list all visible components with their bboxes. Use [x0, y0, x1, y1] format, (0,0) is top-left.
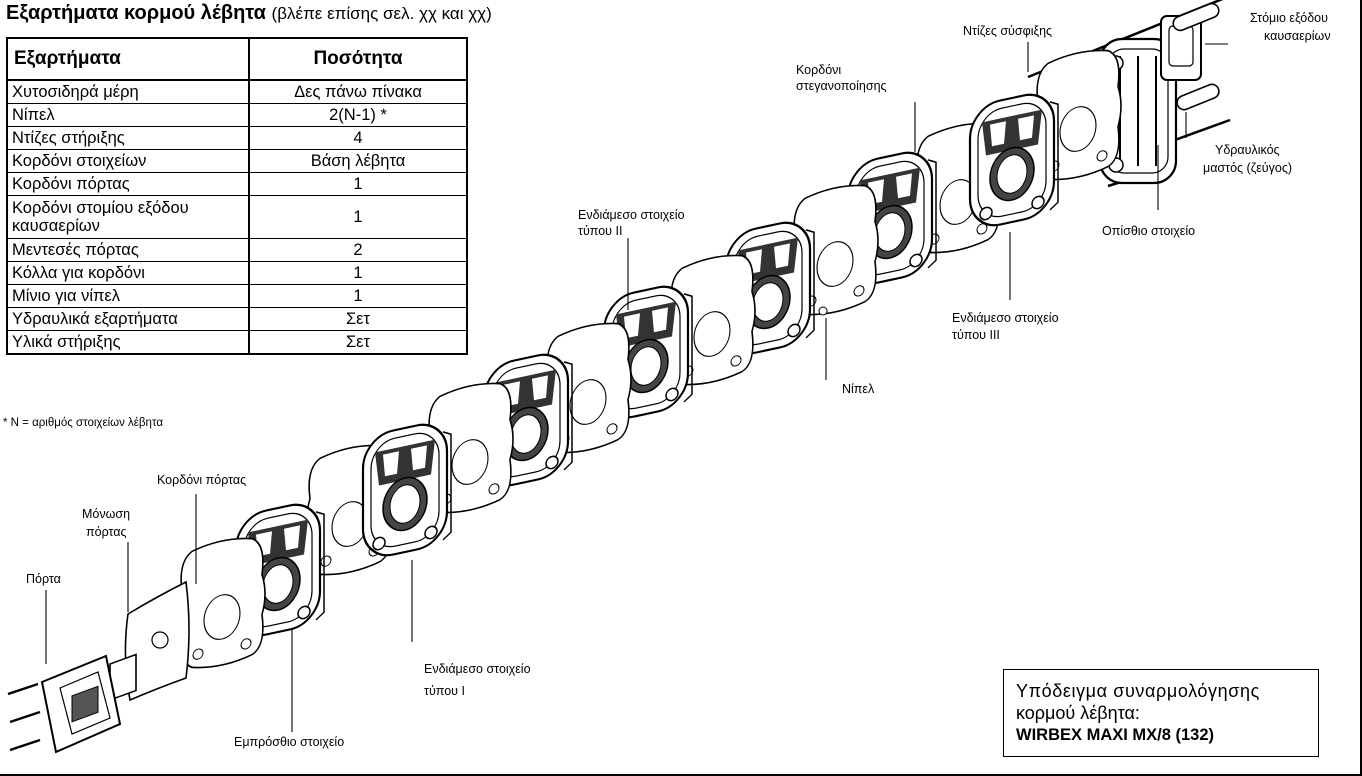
label-front-section: Εμπρόσθιο στοιχείο: [234, 735, 344, 749]
footnote: * N = αριθμός στοιχείων λέβητα: [3, 417, 163, 429]
part-name: Μεντεσές πόρτας: [7, 238, 250, 262]
label-sealing-gasket-a: Κορδόνι: [796, 63, 841, 77]
door-part: [7, 654, 122, 754]
part-quantity: 1: [249, 172, 467, 196]
label-door-gasket: Κορδόνι πόρτας: [157, 473, 246, 487]
label-inter-1-b: τύπου I: [424, 684, 465, 698]
part-quantity: 1: [249, 195, 467, 239]
label-flue-outlet-b: καυσαερίων: [1264, 29, 1331, 43]
nipple-part: [818, 306, 828, 316]
intermediate-section-3: [968, 87, 1060, 233]
leader-lines: [45, 42, 1228, 732]
label-inter-2-b: τύπου II: [578, 224, 622, 238]
title-subtitle: (βλέπε επίσης σελ. χχ και χχ): [271, 4, 492, 23]
model-name: WIRBEX MAXI MX/8 (132): [1016, 726, 1215, 744]
label-inter-2-a: Ενδιάμεσο στοιχείο: [578, 208, 685, 222]
part-quantity: 1: [249, 284, 467, 308]
part-name: Νίπελ: [7, 103, 250, 127]
label-inter-3-b: τύπου III: [952, 328, 1000, 342]
table-header-row: Εξαρτήματα Ποσότητα: [7, 38, 467, 81]
part-name: Κορδόνι πόρτας: [7, 172, 250, 196]
info-line-2: κορμού λέβητα:: [1016, 703, 1140, 723]
label-door-insulation-1: Μόνωση: [82, 507, 130, 521]
part-quantity: Σετ: [249, 307, 467, 331]
label-hydraulic-a: Υδραυλικός: [1215, 143, 1280, 157]
hydraulic-nipple-part: [1172, 2, 1220, 111]
label-sealing-gasket-b: στεγανοποίησης: [796, 79, 887, 93]
door-gasket-part: [178, 531, 266, 675]
model-info-box: Υπόδειγμα συναρμολόγησης κορμού λέβητα: …: [1003, 669, 1319, 757]
page-title: Εξαρτήματα κορμού λέβητα (βλέπε επίσης σ…: [6, 2, 492, 25]
part-quantity: Δες πάνω πίνακα: [249, 80, 467, 104]
info-line-1: Υπόδειγμα συναρμολόγησης: [1016, 681, 1260, 701]
label-flue-outlet-a: Στόμιο εξόδου: [1250, 11, 1328, 25]
part-name: Κόλλα για κορδόνι: [7, 261, 250, 285]
part-quantity: 4: [249, 126, 467, 150]
part-quantity: Βάση λέβητα: [249, 149, 467, 173]
label-door-insulation-2: πόρτας: [86, 525, 127, 539]
title-text: Εξαρτήματα κορμού λέβητα: [6, 2, 266, 24]
part-name: Μίνιο για νίπελ: [7, 284, 250, 308]
part-quantity: 2(N-1) *: [249, 103, 467, 127]
part-name: Ντίζες στήριξης: [7, 126, 250, 150]
part-name: Υλικά στήριξης: [7, 330, 250, 354]
label-door: Πόρτα: [26, 572, 61, 586]
part-quantity: Σετ: [345, 333, 371, 351]
intermediate-section-1: [361, 417, 453, 563]
label-inter-1-a: Ενδιάμεσο στοιχείο: [424, 662, 531, 676]
col-header-quantity: Ποσότητα: [249, 38, 467, 81]
part-name: Κορδόνι στομίου εξόδου καυσαερίων: [7, 195, 250, 239]
table-row: Υλικά στήριξης Σετ: [7, 330, 467, 354]
label-inter-3-a: Ενδιάμεσο στοιχείο: [952, 311, 1059, 325]
part-name: Υδραυλικά εξαρτήματα: [7, 307, 250, 331]
label-hydraulic-b: μαστός (ζεύγος): [1203, 161, 1292, 175]
part-name: Κορδόνι στοιχείων: [7, 149, 250, 173]
col-header-parts: Εξαρτήματα: [7, 38, 250, 81]
part-quantity: 1: [249, 261, 467, 285]
part-quantity: 2: [249, 238, 467, 262]
part-name: Χυτοσιδηρά μέρη: [7, 80, 250, 104]
label-nipple: Νίπελ: [842, 382, 875, 396]
label-rear-section: Οπίσθιο στοιχείο: [1102, 224, 1195, 238]
label-tie-rods: Ντίζες σύσφιξης: [963, 24, 1052, 38]
flue-outlet-part: [1160, 15, 1202, 81]
